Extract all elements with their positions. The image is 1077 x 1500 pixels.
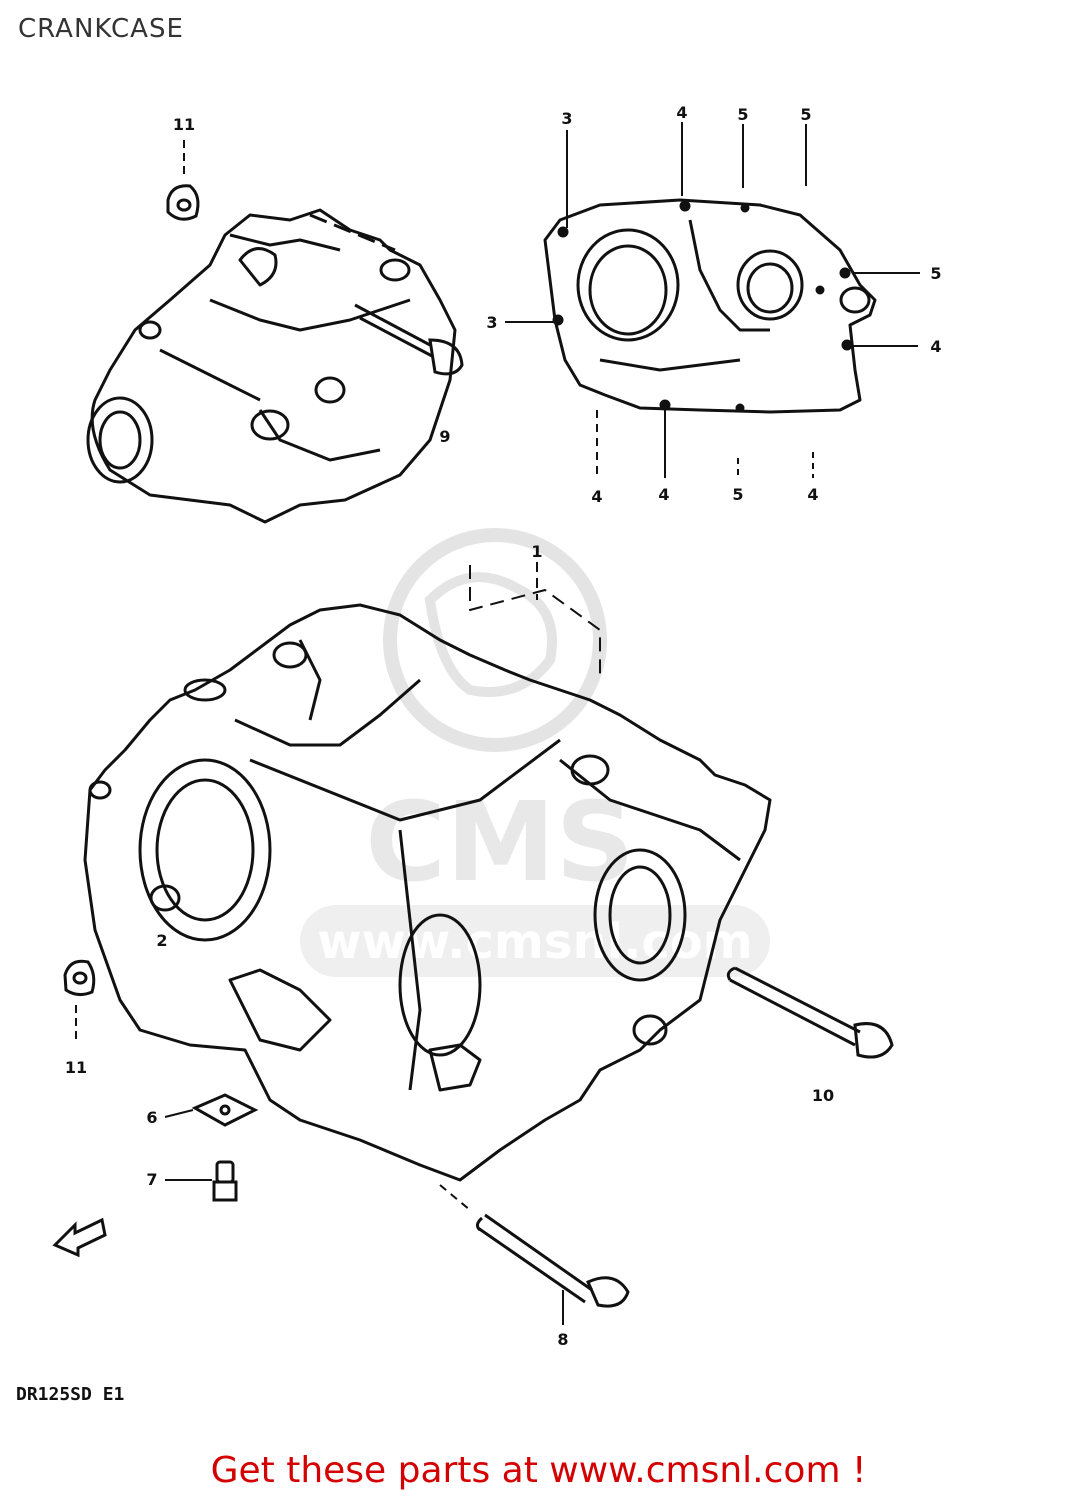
- callout-5-top-b: 5: [800, 105, 811, 124]
- callout-4-bottom-a: 4: [591, 487, 602, 506]
- forward-arrow-icon: [52, 1217, 107, 1258]
- callout-8: 8: [557, 1330, 568, 1349]
- callout-5-bottom: 5: [732, 485, 743, 504]
- callout-6: 6: [146, 1108, 157, 1127]
- leader-lines: [164, 122, 920, 1325]
- part-1-crankcase-main: [83, 565, 772, 1182]
- part-7-screw: [212, 1160, 238, 1202]
- callout-11-bottom: 11: [65, 1058, 87, 1077]
- watermark-logo-text: CMS: [365, 778, 634, 906]
- part-8-bolt: [439, 1184, 630, 1308]
- callout-4-top: 4: [676, 103, 687, 122]
- callout-4-bottom-b: 4: [658, 485, 669, 504]
- callout-1: 1: [531, 542, 542, 561]
- callout-4-bottom-c: 4: [807, 485, 818, 504]
- part-11-dowel-top: [166, 140, 200, 221]
- footer-promo-text: Get these parts at www.cmsnl.com !: [210, 1450, 867, 1491]
- callout-4-right: 4: [930, 337, 941, 356]
- callout-11-top: 11: [173, 115, 195, 134]
- callout-10: 10: [812, 1086, 834, 1105]
- part-gasket-top-right: [543, 198, 877, 414]
- page-title: CRANKCASE: [18, 14, 184, 44]
- callout-7: 7: [146, 1170, 157, 1189]
- callout-5-right: 5: [930, 264, 941, 283]
- model-code: DR125SD E1: [16, 1384, 124, 1405]
- cmsnl-watermark: CMS www.cmsnl.com: [300, 528, 770, 977]
- crankcase-exploded-diagram: CMS www.cmsnl.com: [16, 103, 942, 1405]
- part-11-dowel-bottom: [63, 959, 96, 1040]
- callout-2: 2: [156, 931, 167, 950]
- callout-5-top-a: 5: [737, 105, 748, 124]
- callout-3-left: 3: [486, 313, 497, 332]
- watermark-url-text: www.cmsnl.com: [317, 914, 753, 970]
- callout-3-top: 3: [561, 109, 572, 128]
- part-9-bolt: [354, 303, 464, 376]
- part-9-crankcase-upper-left: [86, 208, 457, 524]
- part-10-bolt: [726, 966, 894, 1059]
- part-6-plate: [191, 1093, 259, 1127]
- callout-9: 9: [439, 427, 450, 446]
